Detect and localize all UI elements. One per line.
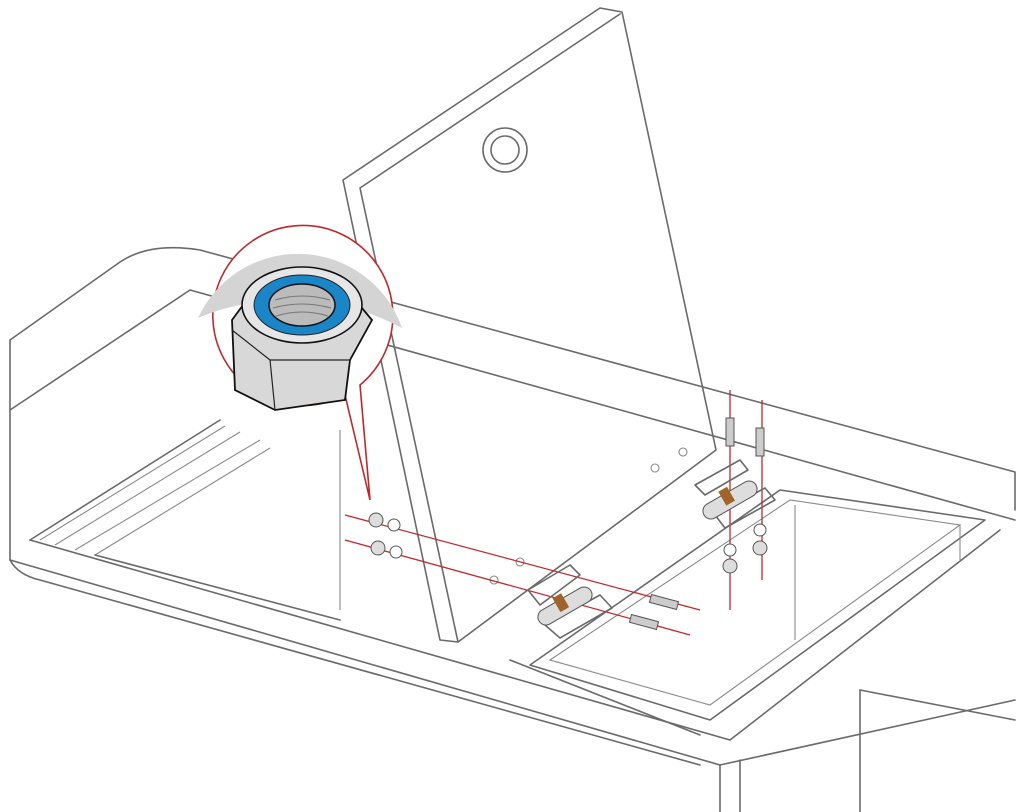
nylon-lock-nut-callout	[198, 224, 402, 501]
guide-line	[344, 514, 701, 611]
console-box	[9, 246, 1016, 812]
washer-icon	[723, 543, 737, 557]
hinge-left	[527, 564, 613, 639]
screw-icon	[648, 593, 680, 611]
lock-nut-icon	[368, 512, 384, 528]
screw-icon	[628, 613, 660, 631]
screw-icon	[755, 427, 765, 457]
hinge-right	[694, 459, 776, 529]
washer-icon	[387, 518, 401, 532]
lock-nut-icon	[752, 540, 768, 556]
lock-icon	[482, 127, 528, 173]
lock-nut-detail-icon	[231, 266, 374, 411]
washer-icon	[389, 545, 403, 559]
fasteners	[368, 417, 768, 631]
washer-icon	[753, 523, 767, 537]
lock-nut-icon	[370, 540, 386, 556]
lock-nut-icon	[722, 558, 738, 574]
screw-icon	[725, 417, 735, 447]
